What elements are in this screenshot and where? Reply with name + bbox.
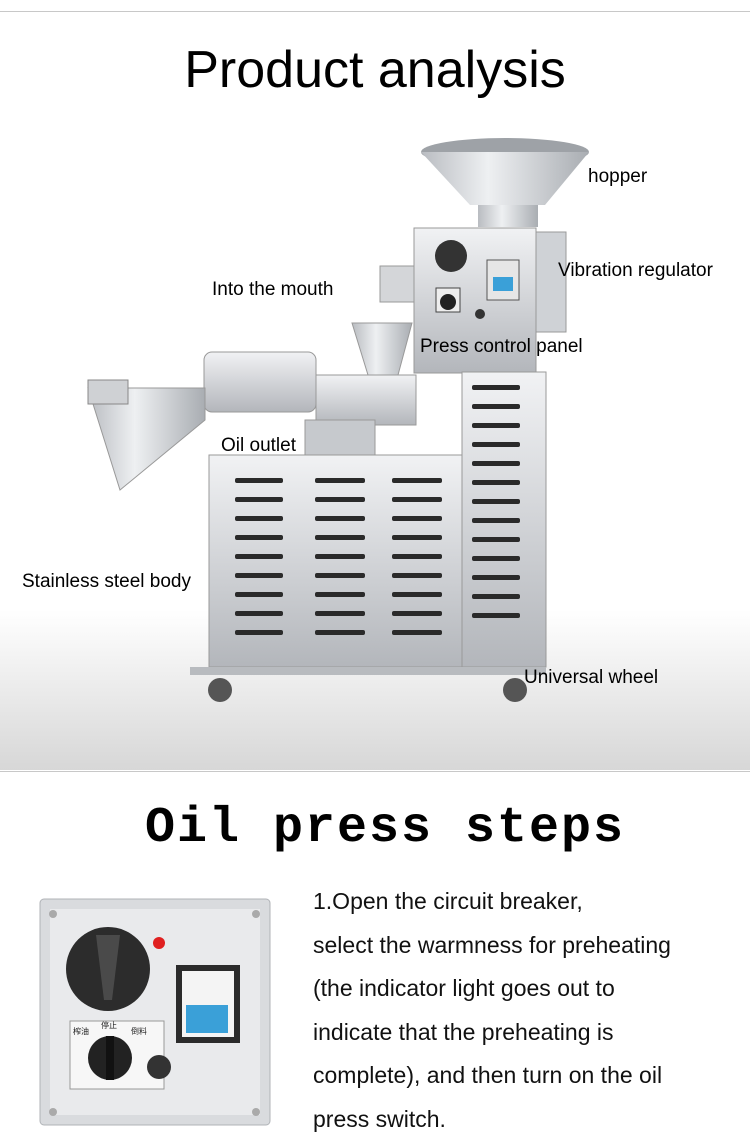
step-1-line: complete), and then turn on the oil <box>313 1054 738 1098</box>
panel-mark-reverse: 倒料 <box>131 1026 147 1036</box>
reset-button-icon <box>147 1055 171 1079</box>
step-1-text: 1.Open the circuit breaker, select the w… <box>313 880 738 1141</box>
panel-mark-press: 榨油 <box>73 1026 89 1036</box>
panel-mark-stop: 停止 <box>101 1020 117 1030</box>
step-1-line: 1.Open the circuit breaker, <box>313 880 738 924</box>
step-1-line: select the warmness for preheating <box>313 924 738 968</box>
step-1-line: indicate that the preheating is <box>313 1011 738 1055</box>
temperature-dial-icon <box>66 927 150 1011</box>
circuit-breaker-icon <box>176 965 240 1043</box>
step-1-line: press switch. <box>313 1098 738 1141</box>
step-1-line: (the indicator light goes out to <box>313 967 738 1011</box>
indicator-light-icon <box>153 937 165 949</box>
